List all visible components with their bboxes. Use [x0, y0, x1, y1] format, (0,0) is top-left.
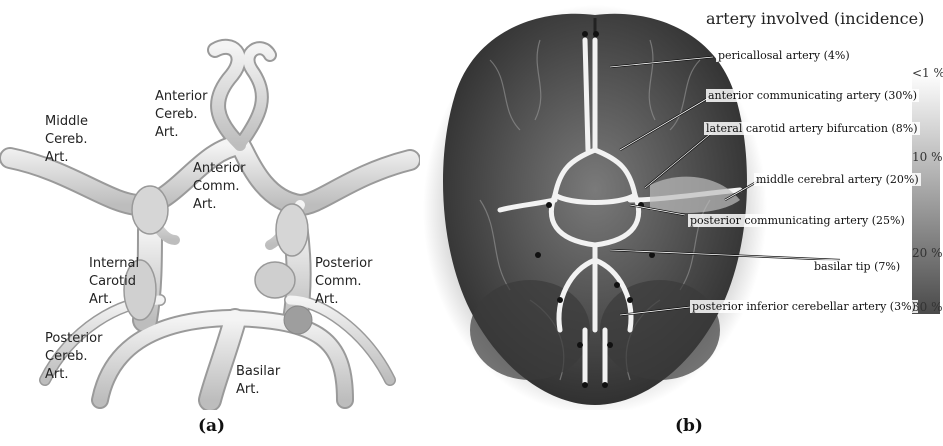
label-posterior-comm-art: Posterior Comm. Art.: [315, 255, 372, 309]
scale-tick-20: 20 %: [912, 246, 943, 260]
label-lateral-carotid-bifurcation: lateral carotid artery bifurcation (8%): [704, 122, 920, 135]
label-posterior-communicating-artery: posterior communicating artery (25%): [688, 214, 907, 227]
label-basilar-art: Basilar Art.: [236, 363, 280, 399]
legend-title: artery involved (incidence): [706, 9, 924, 28]
brain-artery-visualization: [420, 0, 943, 410]
label-pericallosal-artery: pericallosal artery (4%): [716, 49, 852, 62]
incidence-scale-bar: [912, 72, 940, 314]
caption-a: (a): [198, 416, 225, 436]
brain-base-illustration: [420, 0, 943, 410]
circle-of-willis-model: Anterior Cereb. Art. Middle Cereb. Art. …: [0, 0, 420, 410]
label-anterior-cereb-art: Anterior Cereb. Art.: [155, 88, 207, 142]
label-anterior-comm-art: Anterior Comm. Art.: [193, 160, 245, 214]
label-anterior-communicating-artery: anterior communicating artery (30%): [706, 89, 919, 102]
label-posterior-cereb-art: Posterior Cereb. Art.: [45, 330, 102, 384]
scale-tick-30: 30 %: [912, 300, 943, 314]
label-internal-carotid-art: Internal Carotid Art.: [89, 255, 139, 309]
label-posterior-inferior-cerebellar-artery: posterior inferior cerebellar artery (3%…: [690, 300, 918, 313]
label-middle-cerebral-artery: middle cerebral artery (20%): [754, 173, 921, 186]
scale-tick-1: <1 %: [912, 66, 943, 80]
scale-tick-10: 10 %: [912, 150, 943, 164]
label-basilar-tip: basilar tip (7%): [812, 260, 902, 273]
caption-b: (b): [675, 416, 703, 436]
label-middle-cereb-art: Middle Cereb. Art.: [45, 113, 88, 167]
